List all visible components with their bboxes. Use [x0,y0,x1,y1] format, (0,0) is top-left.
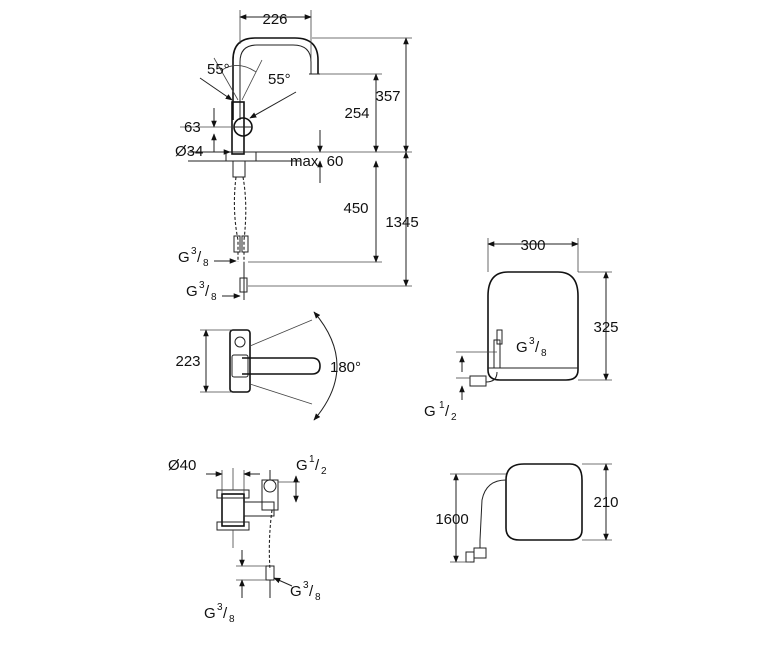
hose-fitting-left [233,235,241,253]
faucet-top-view: 180° 223 [175,311,361,421]
valve-knob [263,479,277,493]
angle-arrow-left [199,77,233,101]
swivel-line-top [249,319,313,347]
hose-right [242,176,247,262]
angle-left-label: 55° [207,61,230,78]
mounting-nut [232,160,246,178]
svg-text:8: 8 [315,592,321,603]
faucet-top-body [229,329,251,393]
boiler-side-plug [473,547,487,559]
spout-outline [232,37,319,120]
supply-thread-label: G 3 / 8 [186,280,217,303]
spout-top-outline [242,357,321,375]
valve-outlet-right-arrow [273,577,293,587]
valve-diameter-label: Ø40 [168,457,196,474]
boiler-plug [469,375,487,387]
base-diameter-label: Ø34 [175,143,203,160]
svg-text:G: G [296,457,308,474]
hose-left [233,176,239,262]
handle-height-label: 63 [184,119,201,136]
svg-text:/: / [197,249,202,266]
spout-inner-outline [239,44,312,120]
boiler-side-body [505,463,583,541]
spout-reach-label: 254 [344,105,369,122]
svg-text:G: G [290,583,302,600]
boiler-side-view: 1600 210 [435,463,619,563]
svg-text:2: 2 [321,466,327,477]
valve-hose [268,509,273,571]
boiler-width-label: 300 [520,237,545,254]
valve-outlet-top-label: G 1 / 2 [296,454,327,477]
angle-arrow-right [249,91,297,119]
svg-text:/: / [309,583,314,600]
svg-text:G: G [186,283,198,300]
svg-text:8: 8 [541,348,547,359]
faucet-top-knob [234,336,246,348]
swivel-angle-label: 180° [330,359,361,376]
angle-right-label: 55° [268,71,291,88]
swivel-arc [313,311,338,421]
valve-outlet-bottom-label: G 3 / 8 [204,602,235,625]
svg-text:8: 8 [211,292,217,303]
valve-hose-fitting [265,565,275,581]
dim-width-label: 226 [262,11,287,28]
boiler-thread-label-right: G 3 / 8 [516,336,547,359]
boiler-side-cable [479,479,507,541]
svg-text:G: G [516,339,528,356]
swivel-line-bottom [249,383,313,405]
svg-text:8: 8 [229,614,235,625]
supply-fitting [239,277,248,293]
cable-length-label: 1600 [435,511,468,528]
svg-text:1: 1 [439,400,445,411]
boiler-cable [485,371,498,383]
boiler-height-label: 325 [593,319,618,336]
svg-text:/: / [205,283,210,300]
spout-height-label: 357 [375,88,400,105]
boiler-front-body [487,271,579,381]
boiler-depth-label: 210 [593,494,618,511]
svg-text:/: / [223,605,228,622]
angle-line-right [241,59,263,101]
svg-text:3: 3 [217,602,223,613]
svg-text:1: 1 [309,454,315,465]
top-depth-label: 223 [175,353,200,370]
faucet-front-view: 226 55° 55° 357 254 450 1345 max. 60 63 … [175,10,419,303]
faucet-body [231,101,245,155]
boiler-front-view: 300 325 G 3 / 8 G 1 / 2 [424,237,619,423]
valve-body [221,493,245,527]
total-length-label: 1345 [385,214,418,231]
angle-line-left [213,57,239,101]
boiler-inlet [496,329,503,345]
svg-text:G: G [424,403,436,420]
faucet-top-base [231,354,249,378]
svg-text:G: G [204,605,216,622]
angle-arc [221,65,257,73]
valve-assembly: Ø40 G 1 / 2 G 3 / 8 G 3 / 8 [168,454,327,625]
svg-text:8: 8 [203,258,209,269]
hose-thread-label: G 3 / 8 [178,246,209,269]
valve-connector [243,501,275,517]
svg-text:3: 3 [199,280,205,291]
svg-text:G: G [178,249,190,266]
svg-text:3: 3 [191,246,197,257]
boiler-thread-label-left: G 1 / 2 [424,400,457,423]
boiler-side-plug-head [465,551,475,563]
valve-outlet-right-label: G 3 / 8 [290,580,321,603]
svg-text:/: / [445,403,450,420]
svg-text:3: 3 [529,336,535,347]
shank-length-label: 450 [343,200,368,217]
svg-text:/: / [315,457,320,474]
svg-text:/: / [535,339,540,356]
hose-fitting-right [241,235,249,253]
svg-text:3: 3 [303,580,309,591]
deck-thickness-label: max. 60 [290,153,343,170]
svg-text:2: 2 [451,412,457,423]
